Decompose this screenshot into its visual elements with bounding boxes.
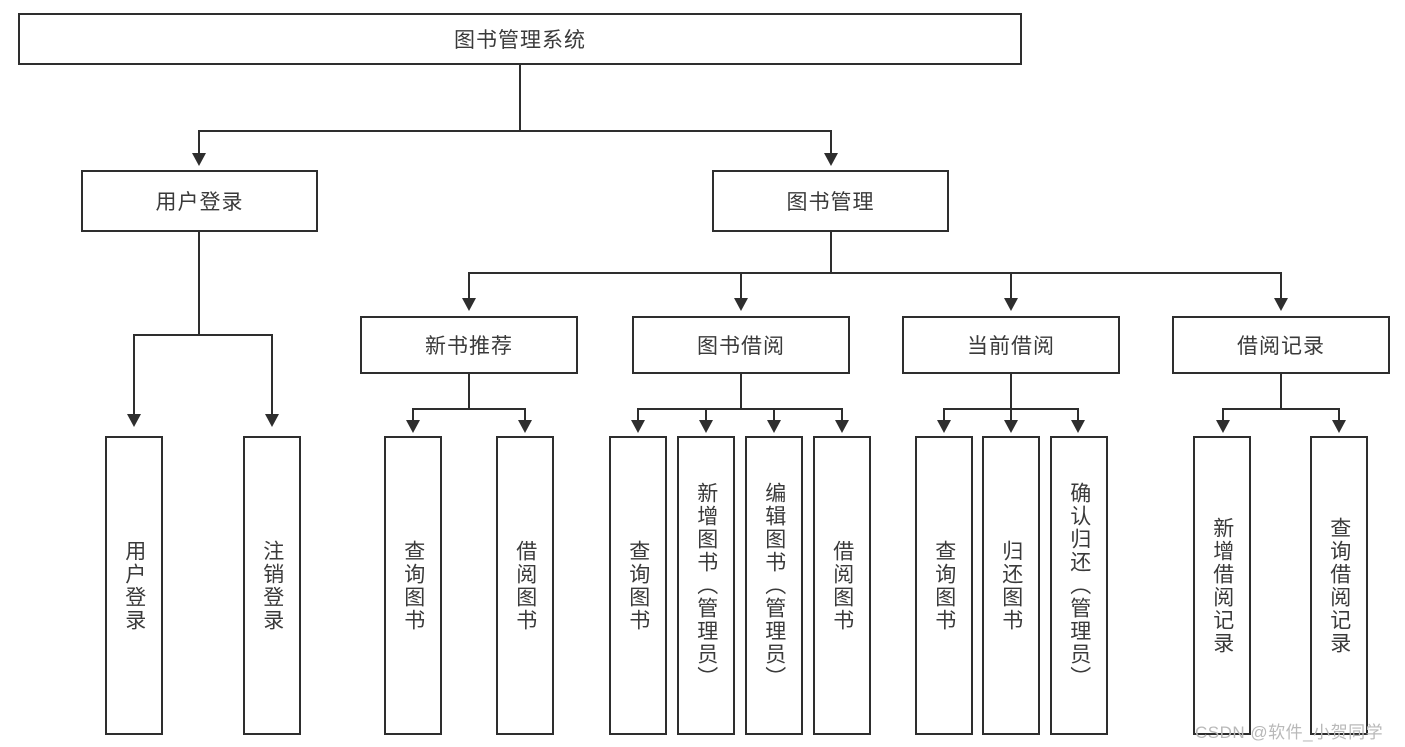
edge-new-book-stem (468, 374, 470, 410)
edge-to-book-borrow (740, 272, 742, 300)
edge-new-book-leaf-2 (524, 408, 526, 422)
arrow-to-borrow-record (1274, 298, 1288, 311)
arrow-to-new-book (462, 298, 476, 311)
arrow-to-book-borrow (734, 298, 748, 311)
arrow-to-user-login (192, 153, 206, 166)
edge-current-borrow-stem (1010, 374, 1012, 410)
leaf-borrow-record-add[interactable]: 新增借阅记录 (1193, 436, 1251, 735)
leaf-label: 新增借阅记录 (1210, 516, 1234, 655)
node-current-borrow[interactable]: 当前借阅 (902, 316, 1120, 374)
node-label: 图书管理 (786, 191, 875, 214)
arrow-to-current-borrow (1004, 298, 1018, 311)
arrow-borrow-record-leaf-1 (1216, 420, 1230, 433)
edge-borrow-record-bus (1222, 408, 1340, 410)
arrow-user-login-leaf-2 (265, 414, 279, 427)
edge-new-book-bus (412, 408, 526, 410)
edge-book-borrow-bus (637, 408, 843, 410)
leaf-current-borrow-return[interactable]: 归还图书 (982, 436, 1040, 735)
edge-current-borrow-leaf-1 (943, 408, 945, 422)
edge-user-login-stem (198, 232, 200, 336)
edge-book-borrow-leaf-1 (637, 408, 639, 422)
edge-to-book-manage (830, 130, 832, 156)
edge-new-book-leaf-1 (412, 408, 414, 422)
leaf-label: 查询图书 (932, 539, 956, 632)
leaf-new-book-query[interactable]: 查询图书 (384, 436, 442, 735)
leaf-label: 借阅图书 (513, 539, 537, 632)
edge-book-borrow-leaf-2 (705, 408, 707, 422)
watermark-text: CSDN @软件_小贺同学 (1195, 723, 1384, 742)
leaf-label: 查询图书 (626, 539, 650, 632)
arrow-book-borrow-leaf-2 (699, 420, 713, 433)
leaf-label: 新增图书（管理员） (694, 482, 718, 689)
leaf-user-login-logout[interactable]: 注销登录 (243, 436, 301, 735)
edge-borrow-record-leaf-1 (1222, 408, 1224, 422)
leaf-label: 查询图书 (401, 539, 425, 632)
edge-book-manage-stem (830, 232, 832, 274)
leaf-current-borrow-confirm[interactable]: 确认归还（管理员） (1050, 436, 1108, 735)
edge-to-new-book (468, 272, 470, 300)
leaf-book-borrow-add[interactable]: 新增图书（管理员） (677, 436, 735, 735)
node-label: 新书推荐 (425, 335, 513, 358)
leaf-label: 用户登录 (122, 539, 146, 632)
edge-to-borrow-record (1280, 272, 1282, 300)
edge-book-borrow-leaf-4 (841, 408, 843, 422)
node-label: 图书管理系统 (454, 29, 586, 52)
leaf-book-borrow-edit[interactable]: 编辑图书（管理员） (745, 436, 803, 735)
arrow-current-borrow-leaf-1 (937, 420, 951, 433)
arrow-new-book-leaf-1 (406, 420, 420, 433)
edge-to-user-login (198, 130, 200, 156)
leaf-label: 归还图书 (999, 539, 1023, 632)
arrow-user-login-leaf-1 (127, 414, 141, 427)
leaf-user-login-login[interactable]: 用户登录 (105, 436, 163, 735)
node-root-system[interactable]: 图书管理系统 (18, 13, 1022, 65)
node-book-manage[interactable]: 图书管理 (712, 170, 949, 232)
leaf-label: 查询借阅记录 (1327, 516, 1351, 655)
leaf-borrow-record-query[interactable]: 查询借阅记录 (1310, 436, 1368, 735)
edge-book-borrow-stem (740, 374, 742, 410)
arrow-book-borrow-leaf-3 (767, 420, 781, 433)
arrow-current-borrow-leaf-3 (1071, 420, 1085, 433)
node-label: 借阅记录 (1237, 335, 1325, 358)
node-book-borrow[interactable]: 图书借阅 (632, 316, 850, 374)
edge-book-borrow-leaf-3 (773, 408, 775, 422)
node-label: 当前借阅 (967, 335, 1055, 358)
node-new-book-recommend[interactable]: 新书推荐 (360, 316, 578, 374)
edge-level2-bus (198, 130, 832, 132)
node-label: 图书借阅 (697, 335, 785, 358)
leaf-label: 编辑图书（管理员） (762, 482, 786, 689)
leaf-book-borrow-borrow[interactable]: 借阅图书 (813, 436, 871, 735)
node-user-login[interactable]: 用户登录 (81, 170, 318, 232)
arrow-to-book-manage (824, 153, 838, 166)
arrow-current-borrow-leaf-2 (1004, 420, 1018, 433)
edge-level3-bus (468, 272, 1282, 274)
node-label: 用户登录 (155, 191, 244, 214)
edge-user-login-leaf-2 (271, 334, 273, 416)
edge-root-stem (519, 65, 521, 131)
arrow-new-book-leaf-2 (518, 420, 532, 433)
leaf-label: 确认归还（管理员） (1067, 482, 1091, 689)
edge-borrow-record-stem (1280, 374, 1282, 410)
leaf-book-borrow-query[interactable]: 查询图书 (609, 436, 667, 735)
edge-user-login-bus (133, 334, 273, 336)
arrow-book-borrow-leaf-4 (835, 420, 849, 433)
edge-current-borrow-leaf-3 (1077, 408, 1079, 422)
leaf-label: 借阅图书 (830, 539, 854, 632)
leaf-label: 注销登录 (260, 539, 284, 632)
node-borrow-record[interactable]: 借阅记录 (1172, 316, 1390, 374)
edge-current-borrow-leaf-2 (1010, 408, 1012, 422)
edge-borrow-record-leaf-2 (1338, 408, 1340, 422)
leaf-current-borrow-query[interactable]: 查询图书 (915, 436, 973, 735)
leaf-new-book-borrow[interactable]: 借阅图书 (496, 436, 554, 735)
arrow-book-borrow-leaf-1 (631, 420, 645, 433)
edge-user-login-leaf-1 (133, 334, 135, 416)
arrow-borrow-record-leaf-2 (1332, 420, 1346, 433)
edge-to-current-borrow (1010, 272, 1012, 300)
